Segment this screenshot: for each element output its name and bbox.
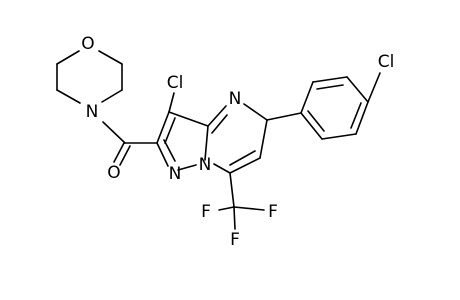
bond — [316, 84, 344, 90]
atom-o-carbonyl: O — [107, 163, 120, 183]
bond — [300, 81, 314, 114]
bond — [98, 50, 123, 65]
bond — [101, 89, 123, 103]
bond — [321, 133, 357, 140]
bond — [233, 206, 265, 211]
bond — [113, 142, 125, 163]
atom-cl-pyrazole: Cl — [167, 73, 184, 93]
atom-n-bridgehead: N — [199, 155, 212, 175]
atom-f-left: F — [201, 202, 211, 222]
bond — [102, 121, 126, 144]
bond — [350, 102, 362, 129]
bond — [204, 125, 209, 161]
bond — [346, 76, 369, 103]
bond — [156, 142, 169, 167]
bond — [168, 92, 175, 113]
bond — [211, 114, 228, 134]
bond — [266, 112, 302, 121]
bond — [259, 119, 268, 159]
atom-labels: O N O Cl N N N Cl F F F — [81, 34, 394, 250]
bond — [229, 172, 235, 208]
bond — [243, 103, 268, 121]
bond — [300, 112, 323, 140]
bond — [163, 139, 176, 162]
bond — [156, 111, 170, 144]
bond — [307, 110, 325, 132]
atom-cl-aryl: Cl — [378, 52, 395, 72]
atom-n-pyrazole: N — [169, 164, 182, 184]
bond — [229, 150, 256, 166]
bond — [168, 111, 209, 127]
atom-n-morpholine: N — [86, 102, 99, 122]
bonds — [56, 50, 381, 230]
bond — [355, 101, 369, 135]
bond — [213, 163, 231, 174]
bond — [312, 76, 348, 83]
bond — [367, 72, 381, 103]
atom-o-morpholine: O — [81, 34, 94, 54]
atom-f-right: F — [268, 202, 278, 222]
bond — [229, 157, 261, 174]
bond — [164, 117, 176, 144]
bond — [218, 206, 235, 211]
bond — [233, 206, 236, 230]
bond — [207, 105, 227, 127]
bond — [56, 89, 81, 104]
bond — [177, 164, 197, 171]
atom-n-pyrimidine: N — [229, 89, 242, 109]
atom-f-bottom: F — [230, 230, 240, 250]
bond — [56, 50, 80, 65]
bond — [119, 145, 131, 166]
